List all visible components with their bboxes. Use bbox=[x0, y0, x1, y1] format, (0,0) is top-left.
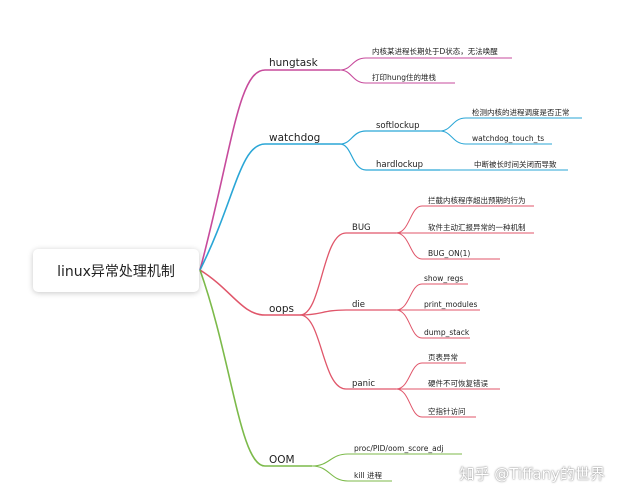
node-softlockup-touch-ts: watchdog_touch_ts bbox=[472, 134, 544, 143]
node-hardlockup: hardlockup bbox=[376, 160, 423, 170]
node-softlockup: softlockup bbox=[376, 121, 419, 131]
node-bug-intercept: 拦截内核程序超出预期的行为 bbox=[428, 195, 526, 205]
root-node-label: linux异常处理机制 bbox=[57, 263, 175, 280]
node-bug: BUG bbox=[352, 223, 371, 233]
node-kill-process: kill 进程 bbox=[354, 471, 382, 480]
watermark: 知乎 @Tiffany的世界 bbox=[459, 465, 605, 483]
root-node: linux异常处理机制 bbox=[33, 249, 199, 292]
branch-watchdog bbox=[199, 117, 582, 271]
node-dump-stack: dump_stack bbox=[424, 328, 470, 337]
node-oom: OOM bbox=[269, 454, 295, 466]
branch-hungtask bbox=[199, 57, 512, 271]
node-bug-report: 软件主动汇报异常的一种机制 bbox=[428, 222, 526, 232]
node-die: die bbox=[352, 300, 365, 310]
node-oom-score-adj: proc/PID/oom_score_adj bbox=[354, 444, 444, 453]
node-null-pointer: 空指针访问 bbox=[428, 406, 466, 416]
node-hungtask-d-state: 内核某进程长期处于D状态，无法唤醒 bbox=[372, 46, 498, 56]
node-print-modules: print_modules bbox=[424, 300, 477, 309]
branch-oom bbox=[199, 269, 462, 482]
node-softlockup-detect: 检测内核的进程调度是否正常 bbox=[472, 107, 570, 117]
node-page-table-fault: 页表异常 bbox=[428, 352, 458, 362]
node-hardlockup-irq-off: 中断被长时间关闭而导致 bbox=[474, 159, 557, 169]
node-oops: oops bbox=[269, 303, 294, 315]
node-hardware-error: 硬件不可恢复错误 bbox=[428, 378, 488, 388]
node-panic: panic bbox=[352, 379, 375, 389]
node-watchdog: watchdog bbox=[269, 132, 320, 144]
node-hungtask-print-stack: 打印hung住的堆栈 bbox=[372, 72, 437, 82]
branch-oops bbox=[199, 205, 534, 418]
node-bug-on: BUG_ON(1) bbox=[428, 249, 470, 258]
node-hungtask: hungtask bbox=[269, 57, 319, 69]
node-show-regs: show_regs bbox=[424, 274, 463, 283]
